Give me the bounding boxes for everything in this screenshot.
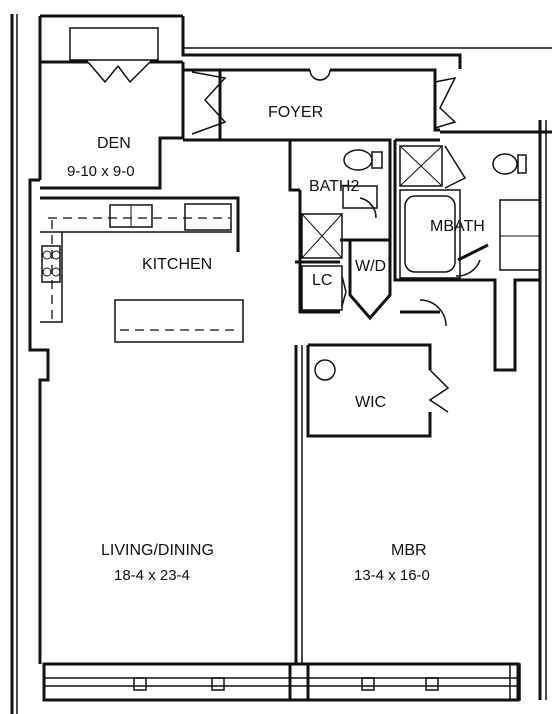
exterior-walls [10,14,552,714]
master-bath [393,138,541,372]
bath2-label: BATH2 [309,178,360,195]
window-wall [42,662,521,702]
mbr-dimensions: 13-4 x 16-0 [354,567,430,584]
living-dining-dimensions: 18-4 x 23-4 [114,567,190,584]
mbr-label: MBR [391,542,427,559]
living-dining-label: LIVING/DINING [101,542,214,559]
closets [301,238,392,321]
lc-label: LC [312,272,333,289]
den-label: DEN [97,135,131,152]
foyer-label: FOYER [268,104,324,121]
den-walls [40,27,227,190]
kitchen [40,196,244,343]
bath2 [290,138,392,314]
wic [306,299,450,438]
interior-partitions [294,345,303,664]
den-dimensions: 9-10 x 9-0 [67,163,135,180]
kitchen-label: KITCHEN [142,256,213,273]
wd-label: W/D [355,258,387,275]
foyer-walls [220,68,457,192]
mbath-label: MBATH [430,218,485,235]
wic-label: WIC [355,394,387,411]
